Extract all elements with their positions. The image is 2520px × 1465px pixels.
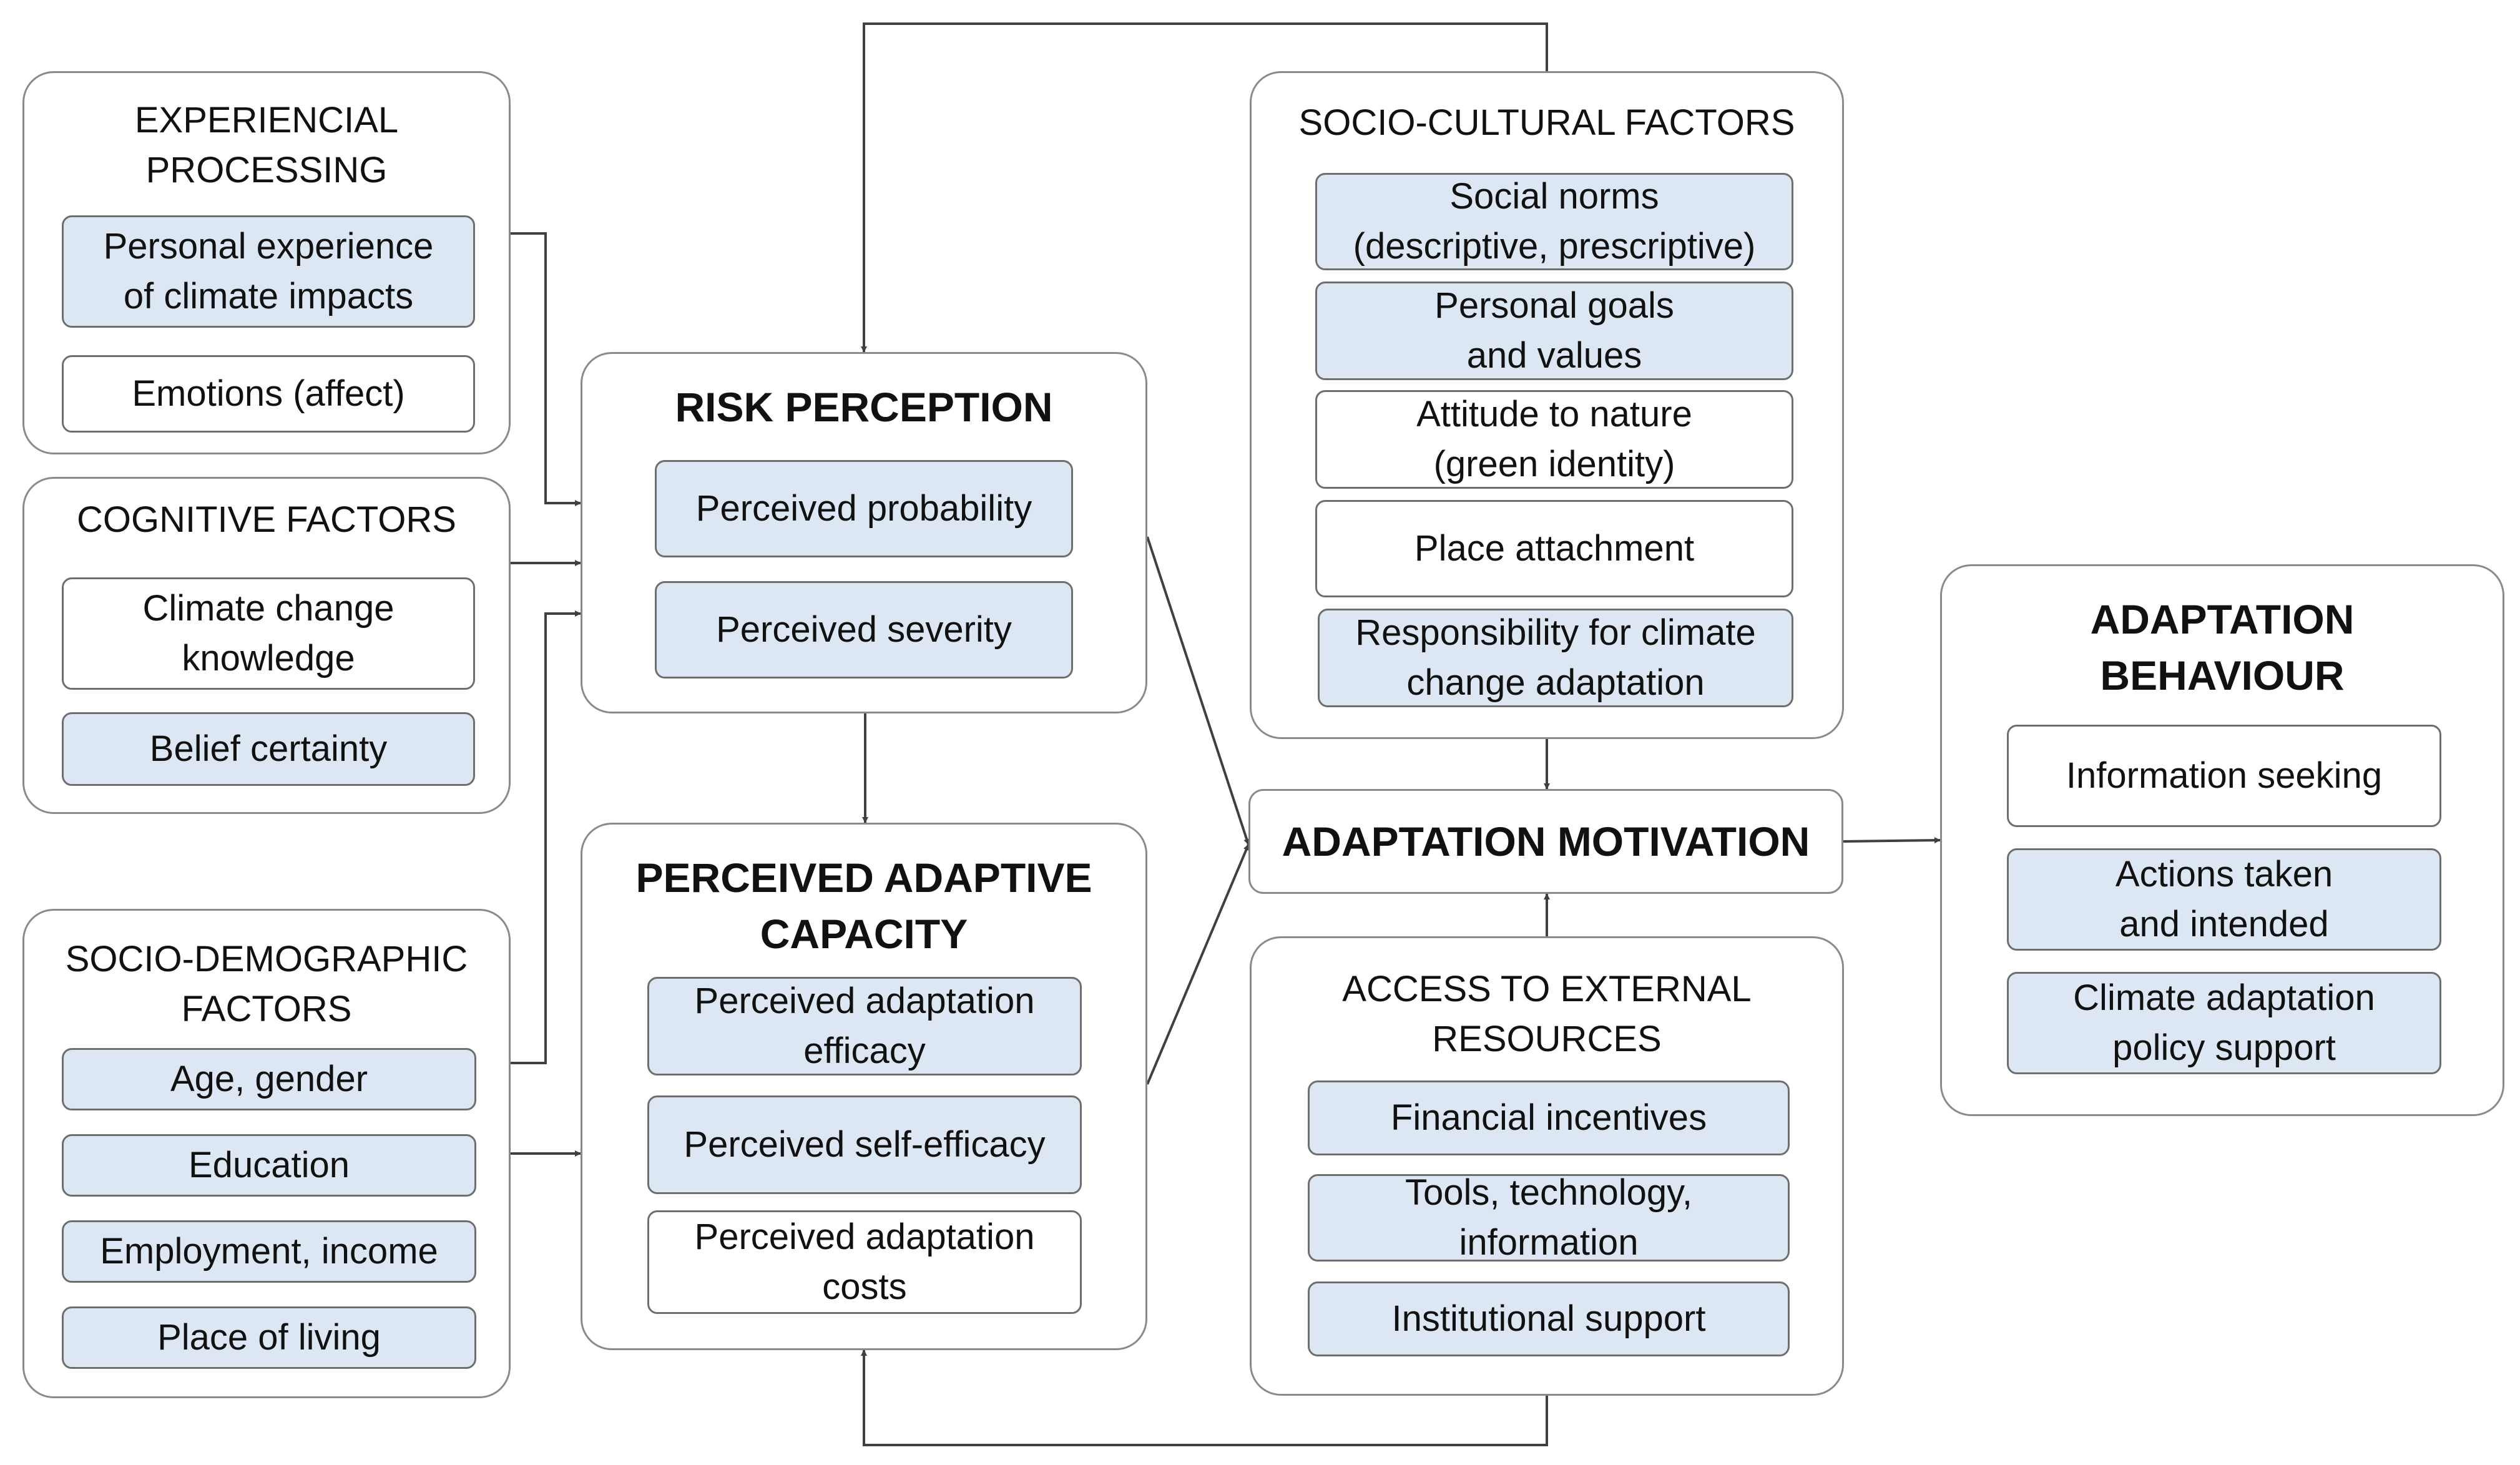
arrow-sociodemo-to-risk xyxy=(511,610,581,1064)
adaptive-capacity-group: PERCEIVED ADAPTIVE CAPACITY Perceived ad… xyxy=(581,823,1147,1350)
item-belief-certainty: Belief certainty xyxy=(62,712,475,786)
socio-demographic-group: SOCIO-DEMOGRAPHIC FACTORS Age, gender Ed… xyxy=(22,909,511,1398)
item-information-seeking: Information seeking xyxy=(2007,725,2441,827)
risk-perception-group: RISK PERCEPTION Perceived probability Pe… xyxy=(581,352,1147,713)
arrow-sociocultural-to-risk xyxy=(861,22,1548,353)
adaptation-motivation-box: ADAPTATION MOTIVATION xyxy=(1248,789,1843,894)
risk-perception-title: RISK PERCEPTION xyxy=(675,384,1053,430)
item-responsibility: Responsibility for climate change adapta… xyxy=(1318,609,1793,707)
arrow-motivation-to-behaviour xyxy=(1843,837,1941,844)
socio-cultural-group: SOCIO-CULTURAL FACTORS Social norms (des… xyxy=(1250,71,1844,739)
item-personal-goals: Personal goals and values xyxy=(1315,282,1793,380)
arrow-experiencial-to-risk xyxy=(511,232,581,506)
item-employment-income: Employment, income xyxy=(62,1220,476,1283)
item-actions-taken: Actions taken and intended xyxy=(2007,848,2441,951)
experiencial-processing-group: EXPERIENCIAL PROCESSING Personal experie… xyxy=(22,71,511,454)
item-attitude-nature: Attitude to nature (green identity) xyxy=(1315,390,1793,489)
external-resources-title: ACCESS TO EXTERNAL RESOURCES xyxy=(1342,969,1752,1059)
external-resources-group: ACCESS TO EXTERNAL RESOURCES Financial i… xyxy=(1250,936,1844,1396)
socio-cultural-title: SOCIO-CULTURAL FACTORS xyxy=(1298,102,1795,143)
item-tools-technology: Tools, technology, information xyxy=(1308,1172,1790,1263)
adaptation-behaviour-title: ADAPTATION BEHAVIOUR xyxy=(2090,596,2355,698)
item-education: Education xyxy=(62,1134,476,1197)
arrow-capacity-to-motivation xyxy=(1146,844,1250,1085)
item-place-attachment: Place attachment xyxy=(1315,500,1793,597)
arrow-external-to-capacity xyxy=(861,1350,1548,1446)
item-self-efficacy: Perceived self-efficacy xyxy=(647,1095,1082,1194)
adaptive-capacity-title: PERCEIVED ADAPTIVE CAPACITY xyxy=(635,855,1092,957)
item-personal-experience: Personal experience of climate impacts xyxy=(62,215,475,328)
cognitive-factors-group: COGNITIVE FACTORS Climate change knowled… xyxy=(22,477,511,814)
item-financial-incentives: Financial incentives xyxy=(1308,1080,1790,1155)
adaptation-behaviour-group: ADAPTATION BEHAVIOUR Information seeking… xyxy=(1940,564,2504,1116)
item-climate-knowledge: Climate change knowledge xyxy=(62,577,475,690)
item-age-gender: Age, gender xyxy=(62,1048,476,1110)
socio-demographic-title: SOCIO-DEMOGRAPHIC FACTORS xyxy=(65,939,468,1029)
item-adaptation-efficacy: Perceived adaptation efficacy xyxy=(647,977,1082,1075)
cognitive-factors-title: COGNITIVE FACTORS xyxy=(76,499,456,540)
item-policy-support: Climate adaptation policy support xyxy=(2007,972,2441,1074)
experiencial-processing-title: EXPERIENCIAL PROCESSING xyxy=(134,100,399,190)
item-place-of-living: Place of living xyxy=(62,1306,476,1369)
item-adaptation-costs: Perceived adaptation costs xyxy=(647,1210,1082,1314)
item-perceived-probability: Perceived probability xyxy=(655,460,1073,557)
item-social-norms: Social norms (descriptive, prescriptive) xyxy=(1315,173,1793,270)
item-emotions: Emotions (affect) xyxy=(62,355,475,433)
arrow-risk-to-motivation xyxy=(1146,536,1250,845)
item-institutional-support: Institutional support xyxy=(1308,1281,1790,1356)
item-perceived-severity: Perceived severity xyxy=(655,581,1073,679)
